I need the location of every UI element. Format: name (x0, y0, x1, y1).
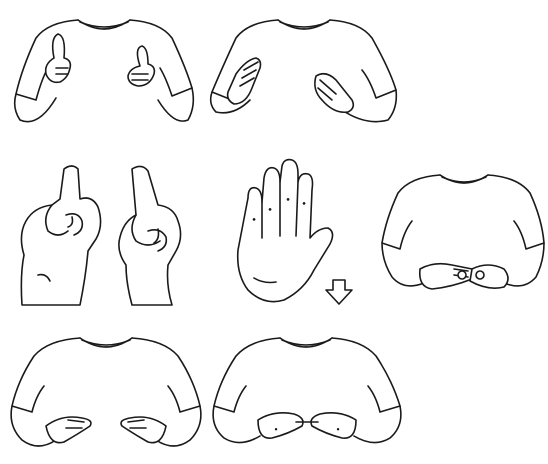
panel-torso-hands-apart (8, 330, 204, 460)
panel-fists-index (8, 155, 208, 315)
panel-torso-hands-together (380, 165, 546, 305)
hand-icon (8, 155, 208, 315)
torso-icon (210, 330, 404, 460)
panel-torso-flat-hands (206, 8, 402, 133)
panel-open-hand (224, 158, 374, 318)
panel-torso-hands-meeting (210, 330, 404, 460)
torso-icon (8, 8, 198, 133)
panel-torso-thumbs (8, 8, 198, 133)
torso-icon (206, 8, 402, 133)
torso-icon (380, 165, 546, 305)
torso-icon (8, 330, 204, 460)
down-arrow-icon (324, 278, 354, 306)
